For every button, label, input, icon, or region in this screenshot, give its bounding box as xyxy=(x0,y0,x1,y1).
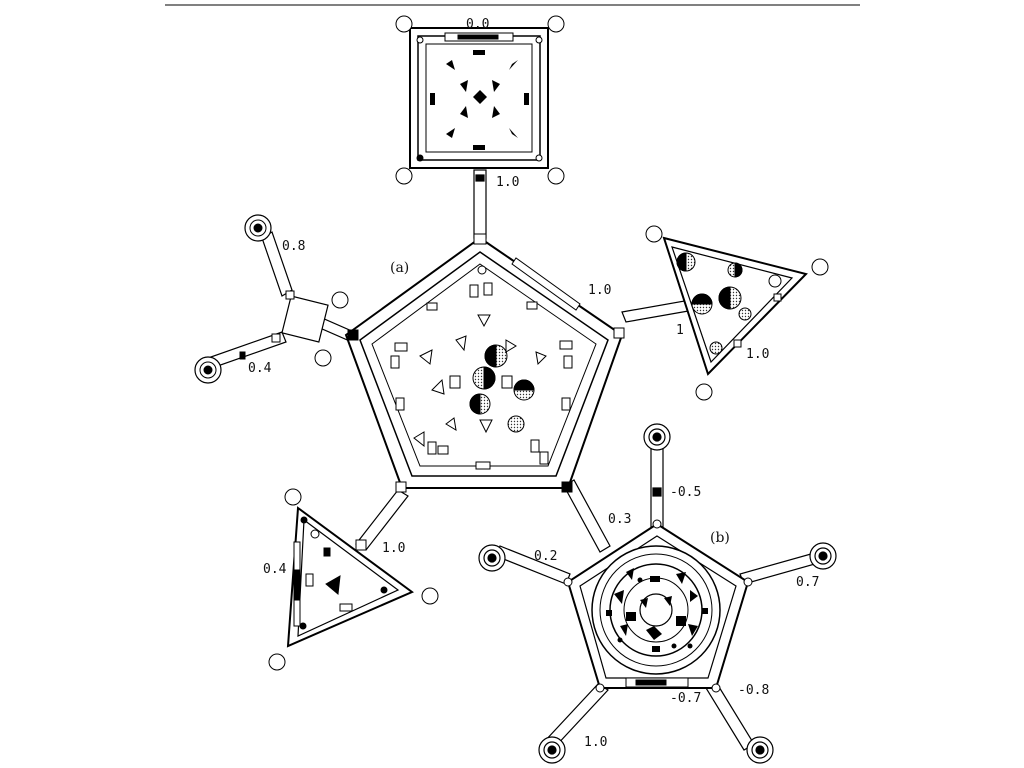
weight-left-upper: 0.8 xyxy=(282,239,305,254)
left-node-module xyxy=(194,214,349,384)
weight-b-bottom-left: 1.0 xyxy=(584,735,607,750)
weight-lower-left-link: 1.0 xyxy=(382,541,405,556)
weight-b-bottom-right: -0.8 xyxy=(738,683,769,698)
weight-left-lower: 0.4 xyxy=(248,361,272,376)
panel-label-a: (a) xyxy=(390,260,409,276)
lower-left-triangle-module xyxy=(268,488,439,671)
connector-right-triangle xyxy=(621,299,695,323)
weight-b-left: 0.2 xyxy=(534,549,557,564)
weight-right-link: 1.0 xyxy=(588,283,611,298)
weight-top-link: 1.0 xyxy=(496,175,519,190)
square-module xyxy=(395,15,565,185)
connector-b-top xyxy=(650,441,664,528)
weight-square-top: 0.0 xyxy=(466,17,489,32)
right-triangle-module xyxy=(645,225,829,401)
pentagon-module-a xyxy=(344,233,625,493)
weight-right-mark: 1 xyxy=(676,323,684,338)
weight-b-bottom: -0.7 xyxy=(670,691,701,706)
weight-to-b: 0.3 xyxy=(608,512,631,527)
pentagon-module-b xyxy=(478,423,837,764)
weight-right-triangle: 1.0 xyxy=(746,347,769,362)
connector-b-left xyxy=(495,545,571,585)
panel-label-b: (b) xyxy=(710,530,730,546)
weight-b-right: 0.7 xyxy=(796,575,819,590)
weight-b-top: -0.5 xyxy=(670,485,701,500)
connectors xyxy=(207,169,823,751)
weight-lower-left-triangle: 0.4 xyxy=(263,562,287,577)
